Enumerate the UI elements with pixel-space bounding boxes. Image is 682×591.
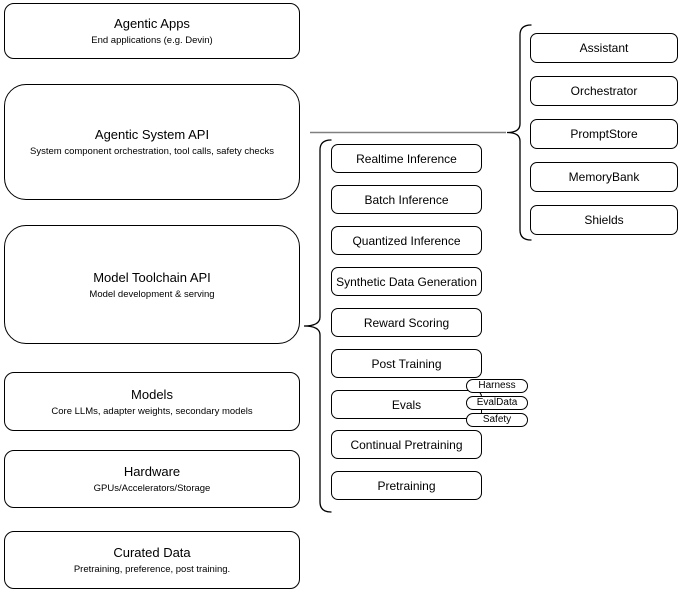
node-evals: Evals: [331, 390, 482, 419]
tag-label: EvalData: [476, 397, 518, 408]
node-title: Models: [131, 386, 173, 402]
node-label: Shields: [584, 213, 624, 227]
node-continual-pretraining: Continual Pretraining: [331, 430, 482, 459]
node-title: Agentic Apps: [114, 16, 190, 31]
node-subtitle: Core LLMs, adapter weights, secondary mo…: [51, 405, 253, 417]
node-models: Models Core LLMs, adapter weights, secon…: [4, 372, 300, 431]
toolchain-bracket: [303, 139, 332, 513]
tag-safety: Safety: [466, 413, 528, 427]
node-label: Pretraining: [377, 478, 436, 493]
node-label: Continual Pretraining: [350, 437, 463, 452]
node-title: Agentic System API: [94, 127, 210, 142]
node-label: Quantized Inference: [352, 233, 461, 248]
node-orchestrator: Orchestrator: [530, 76, 678, 106]
node-assistant: Assistant: [530, 33, 678, 63]
node-shields: Shields: [530, 205, 678, 235]
node-reward-scoring: Reward Scoring: [331, 308, 482, 337]
node-realtime-inference: Realtime Inference: [331, 144, 482, 173]
node-label: Orchestrator: [570, 84, 638, 98]
node-batch-inference: Batch Inference: [331, 185, 482, 214]
node-label: Evals: [391, 397, 422, 412]
node-subtitle: System component orchestration, tool cal…: [30, 146, 274, 157]
node-subtitle: End applications (e.g. Devin): [91, 35, 213, 46]
node-label: Reward Scoring: [363, 315, 450, 330]
node-label: Post Training: [371, 356, 442, 371]
node-subtitle: Model development & serving: [89, 288, 215, 300]
node-memorybank: MemoryBank: [530, 162, 678, 192]
node-agentic-system-api: Agentic System API System component orch…: [4, 84, 300, 200]
node-quantized-inference: Quantized Inference: [331, 226, 482, 255]
node-subtitle: GPUs/Accelerators/Storage: [93, 483, 211, 494]
node-label: Batch Inference: [364, 192, 449, 207]
node-subtitle: Pretraining, preference, post training.: [73, 564, 231, 575]
tag-label: Safety: [482, 414, 512, 425]
node-hardware: Hardware GPUs/Accelerators/Storage: [4, 450, 300, 508]
node-synthetic-data-generation: Synthetic Data Generation: [331, 267, 482, 296]
node-label: Synthetic Data Generation: [336, 274, 477, 289]
node-pretraining: Pretraining: [331, 471, 482, 500]
node-agentic-apps: Agentic Apps End applications (e.g. Devi…: [4, 3, 300, 59]
node-label: MemoryBank: [568, 170, 640, 184]
node-title: Curated Data: [113, 545, 191, 560]
tag-label: Harness: [478, 380, 516, 391]
node-title: Hardware: [123, 464, 181, 479]
tag-harness: Harness: [466, 379, 528, 393]
node-post-training: Post Training: [331, 349, 482, 378]
node-label: Assistant: [579, 41, 629, 55]
node-model-toolchain-api: Model Toolchain API Model development & …: [4, 225, 300, 344]
node-promptstore: PromptStore: [530, 119, 678, 149]
node-curated-data: Curated Data Pretraining, preference, po…: [4, 531, 300, 589]
node-label: Realtime Inference: [356, 151, 457, 166]
node-label: PromptStore: [570, 127, 638, 141]
tag-evaldata: EvalData: [466, 396, 528, 410]
node-title: Model Toolchain API: [93, 269, 211, 285]
components-bracket: [506, 24, 532, 241]
